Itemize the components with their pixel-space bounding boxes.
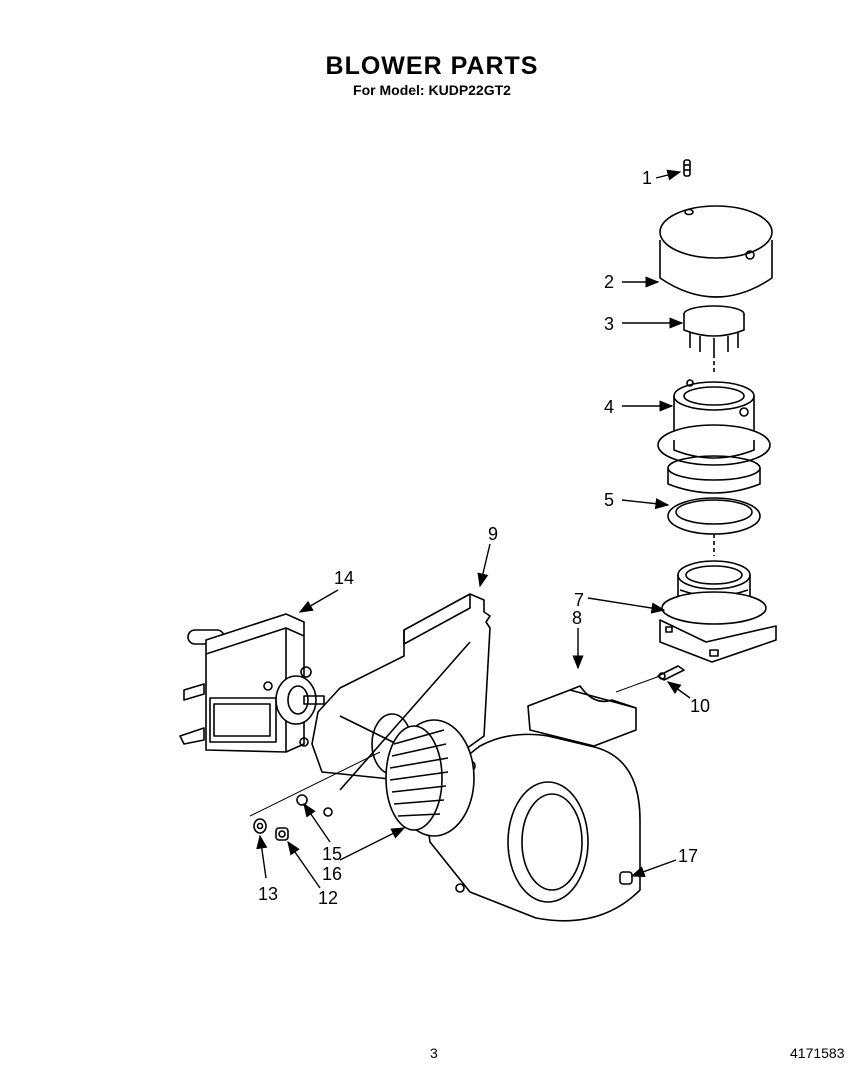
- part-blower-housing: [427, 685, 641, 922]
- callout-3: 3: [604, 314, 614, 334]
- part-contact-ring: [683, 305, 745, 372]
- callout-10: 10: [690, 696, 710, 716]
- callout-9: 9: [488, 524, 498, 544]
- part-rotor-housing: [657, 379, 771, 494]
- document-number: 4171583: [790, 1045, 845, 1061]
- callout-1: 1: [642, 168, 652, 188]
- leader-lines: [256, 169, 691, 889]
- part-screw-top: [683, 159, 691, 177]
- callout-13: 13: [258, 884, 278, 904]
- callout-2: 2: [604, 272, 614, 292]
- part-motor: [179, 613, 325, 753]
- part-nut-17: [619, 871, 633, 885]
- part-clip: [657, 665, 685, 681]
- part-washer-13: [253, 818, 267, 834]
- callout-8: 8: [572, 608, 582, 628]
- callout-7: 7: [574, 590, 584, 610]
- part-fan-wheel: [385, 719, 475, 837]
- part-gasket: [667, 497, 761, 556]
- callout-4: 4: [604, 397, 614, 417]
- page-title: BLOWER PARTS: [325, 52, 539, 80]
- model-subtitle: For Model: KUDP22GT2: [353, 82, 511, 98]
- callout-17: 17: [678, 846, 698, 866]
- callout-15: 15: [322, 844, 342, 864]
- callout-14: 14: [334, 568, 354, 588]
- part-screw-15: [296, 794, 333, 817]
- callout-16: 16: [322, 864, 342, 884]
- part-nut-12: [275, 827, 289, 841]
- page-number: 3: [430, 1045, 438, 1061]
- callout-12: 12: [318, 888, 338, 908]
- callout-5: 5: [604, 490, 614, 510]
- part-collar: [659, 560, 777, 663]
- part-cap: [659, 205, 773, 298]
